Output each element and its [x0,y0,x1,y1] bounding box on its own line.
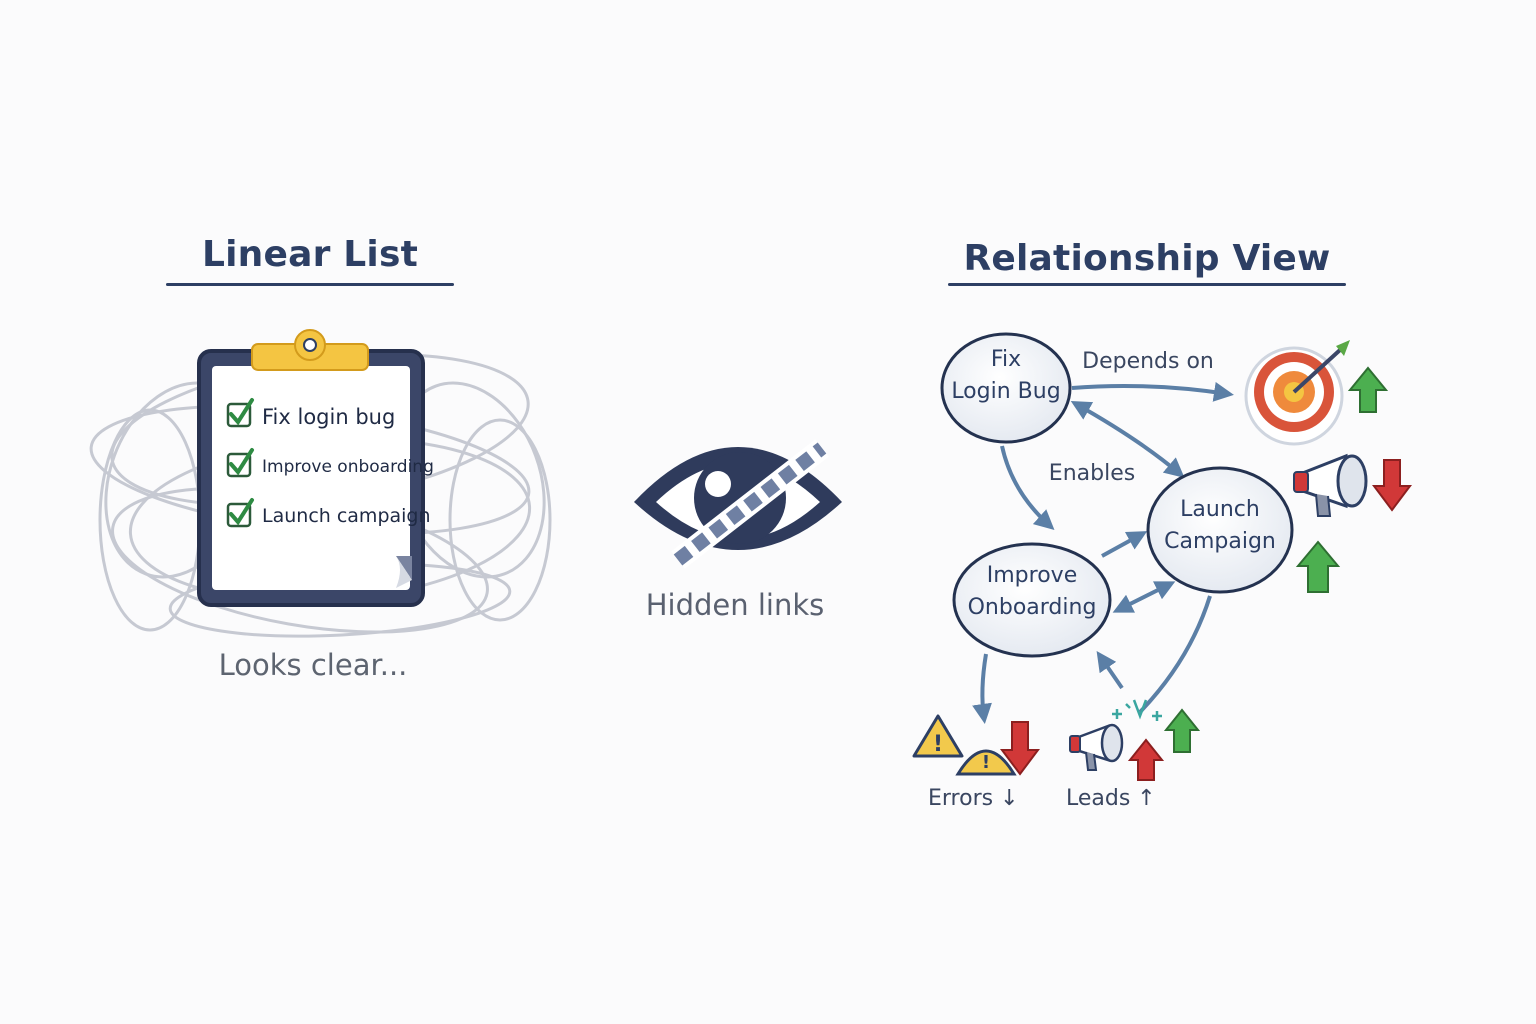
checkbox-icon [226,398,254,428]
up-arrow-icon [1163,708,1201,753]
list-item: Improve onboarding [262,457,434,477]
hidden-links-caption: Hidden links [645,588,825,622]
up-arrow-icon [1295,540,1341,593]
leads-label: Leads ↑ [1066,786,1156,811]
node-launch-campaign: Launch Campaign [1146,466,1294,594]
list-item: Fix login bug [262,405,395,429]
hidden-eye-icon [634,439,842,569]
megaphone-icon [1069,723,1124,771]
node-improve-onboarding: Improve Onboarding [952,542,1112,658]
relationship-view-title: Relationship View [963,238,1331,279]
edge-bug-campaign [1070,401,1185,478]
edge-leads-onboarding [1096,651,1124,690]
down-arrow-icon [1372,459,1412,512]
edge-onboarding-campaign [1101,531,1148,558]
relationship-edges [972,381,1234,724]
svg-text:Login Bug: Login Bug [951,379,1060,404]
edge-label-enables: Enables [1049,461,1135,486]
megaphone-icon [1293,453,1368,517]
edge-campaign-onboarding [1112,581,1176,613]
checkbox-icon [226,498,254,528]
clipboard-icon [197,329,425,607]
down-arrow-icon [1000,721,1040,776]
edge-campaign-leads [1138,595,1212,714]
edge-depends-on [1071,381,1234,402]
linear-list-title: Linear List [201,234,419,275]
edge-label-depends-on: Depends on [1082,349,1214,374]
checkbox-icon [226,448,254,478]
linear-list-underline [166,283,454,286]
svg-text:Onboarding: Onboarding [968,595,1097,620]
relationship-view-underline [948,283,1346,286]
svg-text:!: ! [982,752,990,773]
edge-enables [1000,445,1055,531]
svg-text:Improve: Improve [987,563,1077,588]
looks-clear-caption: Looks clear... [218,648,408,682]
list-item: Launch campaign [262,505,431,527]
up-arrow-icon [1347,366,1389,413]
up-arrow-icon [1127,738,1165,781]
warning-icon: ! [912,714,964,758]
warning-icon: ! [955,749,1017,776]
errors-label: Errors ↓ [928,786,1019,811]
svg-text:Launch: Launch [1180,497,1260,522]
svg-text:!: ! [933,732,943,757]
svg-text:Campaign: Campaign [1164,529,1276,554]
sparkle-icon [1112,699,1162,721]
target-icon [1244,340,1350,446]
edge-onboarding-errors [972,653,992,724]
node-fix-login-bug: Fix Login Bug [940,332,1072,444]
svg-text:Fix: Fix [991,347,1021,372]
